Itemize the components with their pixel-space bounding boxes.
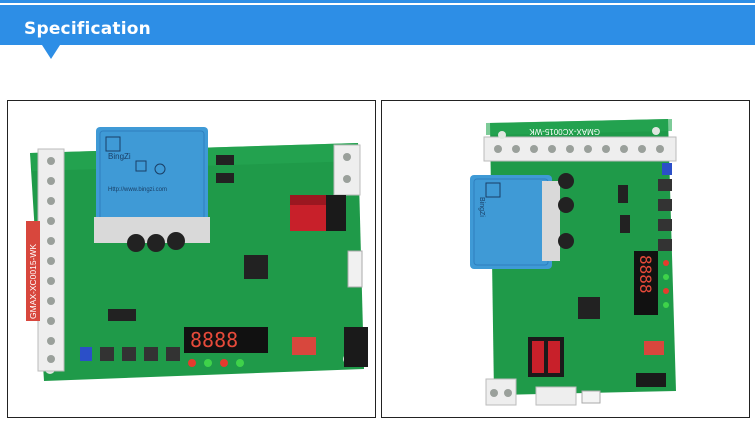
top-accent-line (0, 0, 755, 3)
transformer-brand: BingZi (108, 152, 131, 161)
seven-seg-display-right: 8888 (636, 255, 655, 294)
transformer-brand-right: BingZi (478, 197, 485, 217)
banner-pointer (42, 45, 60, 59)
pcb-board-left: GMAX-XC0015-WK BingZi Http://www.bingzi.… (26, 127, 368, 381)
pcb-board-right: GMAX-XC0015-WK BingZi 8888 (470, 119, 677, 406)
section-banner: Specification (0, 5, 755, 45)
product-photo-right: GMAX-XC0015-WK BingZi 8888 (381, 100, 750, 418)
transformer-url: Http://www.bingzi.com (108, 187, 167, 193)
board-model-label: GMAX-XC0015-WK (28, 244, 38, 319)
board-model-label-right: GMAX-XC0015-WK (529, 127, 600, 136)
seven-seg-display-left: 8888 (190, 328, 238, 352)
product-photo-left: GMAX-XC0015-WK BingZi Http://www.bingzi.… (7, 100, 376, 418)
section-title: Specification (24, 19, 151, 39)
